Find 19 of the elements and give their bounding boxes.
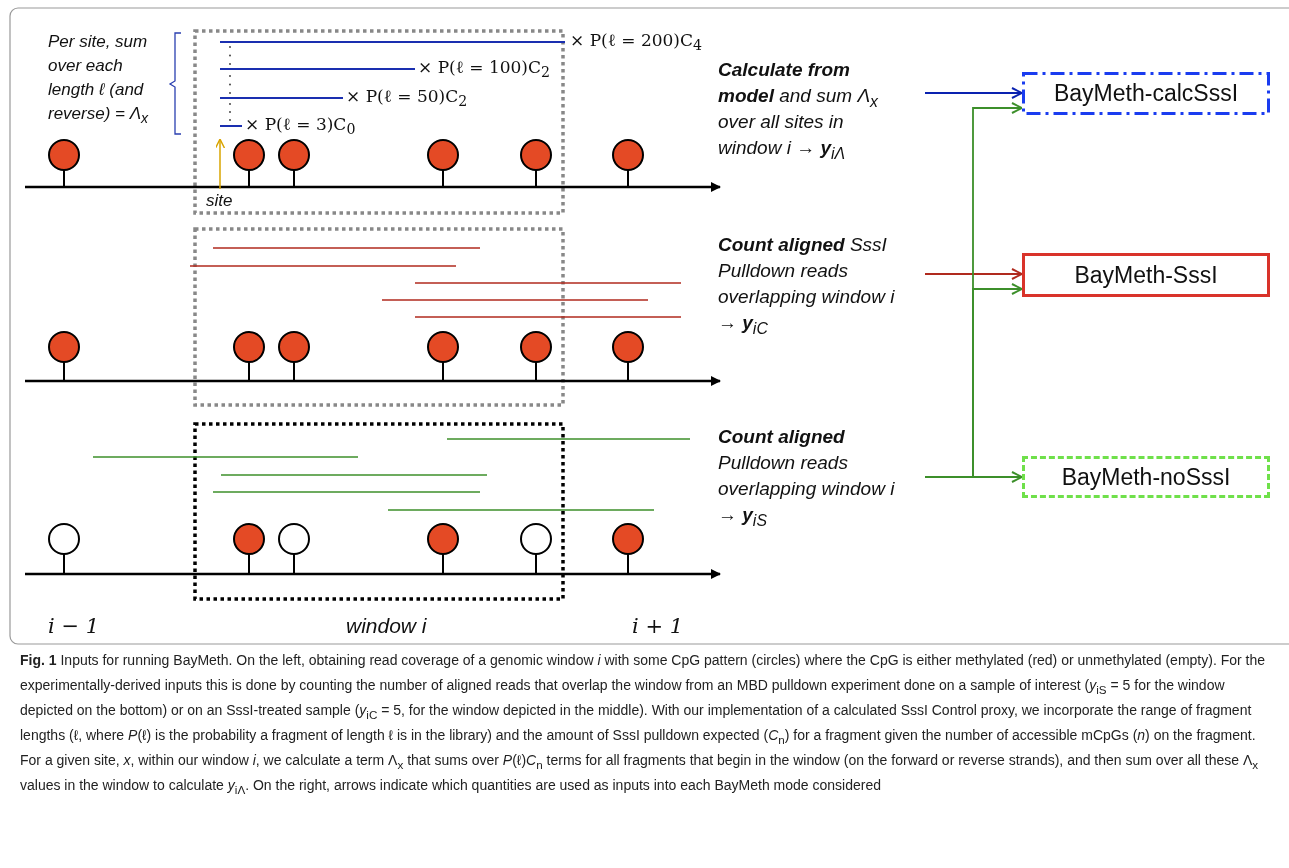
formula-label: × P(ℓ = 100)C$_{2}$ (418, 57, 551, 78)
formula-label: × P(ℓ = 50)C$_{2}$ (346, 86, 468, 107)
figure-caption: Fig. 1 Inputs for running BayMeth. On the left, obtaining read coverage of a genomic window i with some CpG pattern (circles) where the CpG is either methylated (red) or unmethylated (empty). For the experimentally-derived inputs this is done by counting the number of aligned reads that overlap the window from an MBD pulldown experiment done on a sample of interest (y$_{iS}$ = 5 for the window depicted on the bottom) or on an SssI-treated sample (y$_{iC}$ = 5, for the window depicted in the middle). With our implementation of a calculated SssI Control proxy, we incorporate the range of fragment lengths (ℓ, where P(ℓ) is the probability a fragment of length ℓ is in the library) and the amount of SssI pulldown expected (C$_{n}$) for a fragment given the number of accessible mCpGs (n) on the fragment. For a given site, x, within our window i, we calculate a term Λ$_{x}$ that sums over P(ℓ)C$_{n}$ terms for all fragments that begin in the window (on the forward or reverse strands), and then sum over all these Λ$_{x}$ values in the window to calculate y$_{iΛ}$. On the right, arrows indicate which quantities are used as inputs into each BayMeth mode considered (20, 651, 1267, 798)
input-description: Calculate from model and sum Λ$_{x}$ over all sites in window i → y$_{iΛ}$ (718, 57, 908, 161)
mode-box: BayMeth-calcSssI (1022, 72, 1270, 115)
arrow (924, 268, 1023, 280)
input-description: Count aligned Pulldown reads overlapping window i → y$_{iS}$ (718, 424, 918, 528)
arrow (924, 87, 1023, 99)
input-description: Count aligned SssI Pulldown reads overlapping window i → y$_{iC}$ (718, 232, 918, 336)
window-label: window i (346, 614, 427, 638)
window-label: i + 1 (632, 614, 684, 638)
annotation-text: Per site, sum over each length ℓ (and reverse) = Λ$_{x}$ (48, 31, 150, 126)
arrow (924, 283, 1023, 478)
formula-label: × P(ℓ = 3)C$_{0}$ (245, 114, 356, 135)
formula-label: × P(ℓ = 200)C$_{4}$ (570, 30, 703, 51)
mode-box: BayMeth-SssI (1022, 253, 1270, 297)
window-label: i − 1 (48, 614, 100, 638)
site-label: site (206, 191, 233, 211)
mode-box: BayMeth-noSssI (1022, 456, 1270, 498)
